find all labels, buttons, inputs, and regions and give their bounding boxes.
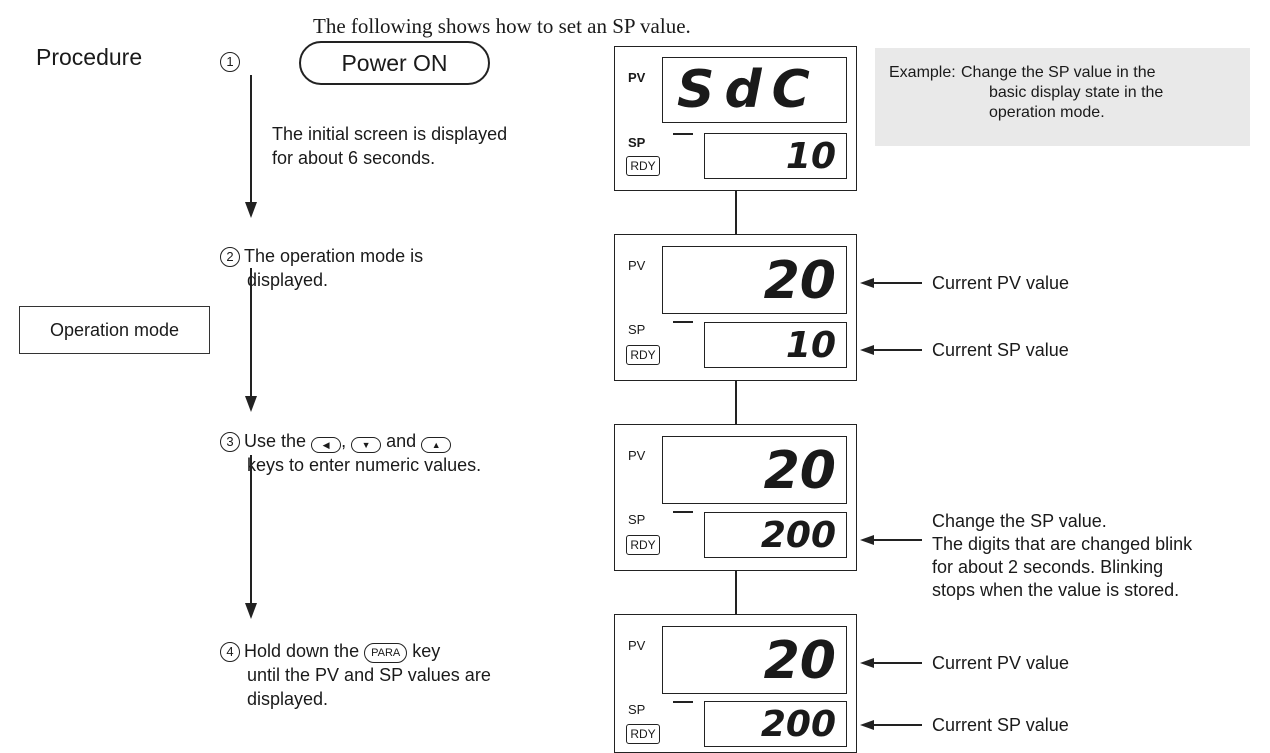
example-label: Example: <box>889 64 956 81</box>
rdy-indicator: RDY <box>626 156 660 176</box>
flow-arrowhead-1 <box>245 202 257 218</box>
sp-display: 200 <box>704 701 847 747</box>
flow-arrowhead-3 <box>245 603 257 619</box>
pv-label: PV <box>628 638 646 653</box>
sp-display: 200 <box>704 512 847 558</box>
display-panel-1: PV SdC SP RDY 10 <box>614 46 857 191</box>
pv-value: 20 <box>763 441 836 501</box>
step-2-line-1: The operation mode is <box>244 246 424 266</box>
sp-label: SP <box>628 135 646 150</box>
example-note: Example: Change the SP value in the basi… <box>875 48 1250 146</box>
sp-indicator <box>673 511 693 513</box>
current-sp-label: Current SP value <box>932 340 1069 360</box>
sp-indicator <box>673 701 693 703</box>
change-pointer-line <box>872 539 922 541</box>
pv-pointer-arrowhead <box>860 278 874 288</box>
down-key-icon: ▼ <box>351 437 382 453</box>
up-key-icon: ▲ <box>421 437 452 453</box>
current-pv-label: Current PV value <box>932 273 1070 293</box>
para-key-icon: PARA <box>364 643 408 663</box>
change-pointer-arrowhead <box>860 535 874 545</box>
sp-pointer-line <box>872 349 922 351</box>
panel-connector-3 <box>735 571 737 614</box>
flow-arrow-1 <box>250 75 252 205</box>
rdy-indicator: RDY <box>626 345 660 365</box>
pv-display: 20 <box>662 246 847 314</box>
example-line-3: operation mode. <box>989 104 1105 121</box>
sp-pointer-line-2 <box>872 724 922 726</box>
change-sp-line-3: for about 2 seconds. Blinking <box>932 557 1164 577</box>
step-4-line-3: displayed. <box>247 689 329 709</box>
flow-arrow-3 <box>250 455 252 605</box>
intro-text: The following shows how to set an SP val… <box>313 14 691 38</box>
panel-connector-2 <box>735 381 737 424</box>
display-panel-2: PV 20 SP RDY 10 <box>614 234 857 381</box>
sp-value: 200 <box>760 515 836 556</box>
current-sp-label-2: Current SP value <box>932 715 1069 735</box>
sp-display: 10 <box>704 322 847 368</box>
pv-pointer-arrowhead-2 <box>860 658 874 668</box>
sp-label: SP <box>628 322 646 337</box>
change-sp-line-2: The digits that are changed blink <box>932 534 1193 554</box>
left-key-icon: ◀ <box>311 437 342 453</box>
procedure-label: Procedure <box>36 44 143 70</box>
display-panel-4: PV 20 SP RDY 200 <box>614 614 857 753</box>
power-on-button: Power ON <box>299 41 490 85</box>
sp-indicator <box>673 133 693 135</box>
step-3-line-2: keys to enter numeric values. <box>247 455 482 475</box>
panel-connector-1 <box>735 191 737 234</box>
pv-display: 20 <box>662 626 847 694</box>
pv-value: 20 <box>763 631 836 691</box>
sp-value: 10 <box>785 325 836 366</box>
pv-label: PV <box>628 70 646 85</box>
pv-display: SdC <box>662 57 847 123</box>
flow-arrow-2 <box>250 268 252 398</box>
sp-indicator <box>673 321 693 323</box>
operation-mode-box: Operation mode <box>19 306 210 354</box>
example-line-2: basic display state in the <box>989 84 1164 101</box>
display-panel-3: PV 20 SP RDY 200 <box>614 424 857 571</box>
change-sp-line-1: Change the SP value. <box>932 511 1107 531</box>
example-line-1: Change the SP value in the <box>961 64 1156 81</box>
step-4-line-2: until the PV and SP values are <box>247 665 491 685</box>
current-pv-label-2: Current PV value <box>932 653 1070 673</box>
sp-pointer-arrowhead-2 <box>860 720 874 730</box>
pv-value: 20 <box>763 251 836 311</box>
step-1-line-1: The initial screen is displayed <box>272 124 508 144</box>
sp-pointer-arrowhead <box>860 345 874 355</box>
rdy-indicator: RDY <box>626 724 660 744</box>
change-sp-line-4: stops when the value is stored. <box>932 580 1180 600</box>
pv-pointer-line-2 <box>872 662 922 664</box>
pv-display: 20 <box>662 436 847 504</box>
sp-value: 10 <box>785 136 836 177</box>
rdy-indicator: RDY <box>626 535 660 555</box>
pv-value: SdC <box>677 60 820 120</box>
step-2-line-2: displayed. <box>247 270 329 290</box>
pv-label: PV <box>628 448 646 463</box>
step-1-line-2: for about 6 seconds. <box>272 148 436 168</box>
pv-label: PV <box>628 258 646 273</box>
sp-display: 10 <box>704 133 847 179</box>
sp-label: SP <box>628 512 646 527</box>
sp-label: SP <box>628 702 646 717</box>
sp-value: 200 <box>760 704 836 745</box>
step-1-number: 1 <box>220 50 244 73</box>
pv-pointer-line <box>872 282 922 284</box>
flow-arrowhead-2 <box>245 396 257 412</box>
